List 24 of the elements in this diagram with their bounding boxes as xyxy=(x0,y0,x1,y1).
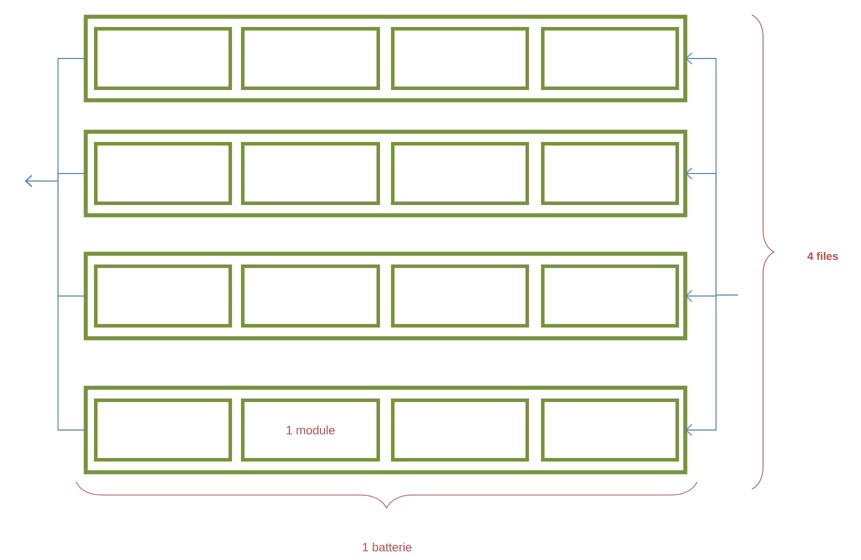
module-box xyxy=(94,398,232,462)
arrow xyxy=(25,175,86,430)
module-box xyxy=(391,264,529,328)
module-box xyxy=(541,27,679,90)
module-box xyxy=(541,142,679,205)
module-box xyxy=(391,398,529,462)
module-box xyxy=(94,27,232,90)
module-box xyxy=(391,142,529,205)
arrow xyxy=(685,294,738,436)
brace-label: 1 batterie xyxy=(362,542,412,552)
module-box xyxy=(94,264,232,328)
module-box xyxy=(391,27,529,90)
module-box xyxy=(241,264,380,328)
brace-label: 4 files xyxy=(807,252,838,260)
battery-string-box xyxy=(84,130,688,218)
module-box xyxy=(541,398,679,462)
module-box xyxy=(94,142,232,205)
module-box xyxy=(241,27,380,90)
battery-string-box xyxy=(84,14,688,102)
module-box xyxy=(541,264,679,328)
module-box: 1 module xyxy=(241,398,380,462)
module-box xyxy=(241,142,380,205)
battery-string-box xyxy=(84,386,688,474)
battery-string-box xyxy=(84,252,688,340)
